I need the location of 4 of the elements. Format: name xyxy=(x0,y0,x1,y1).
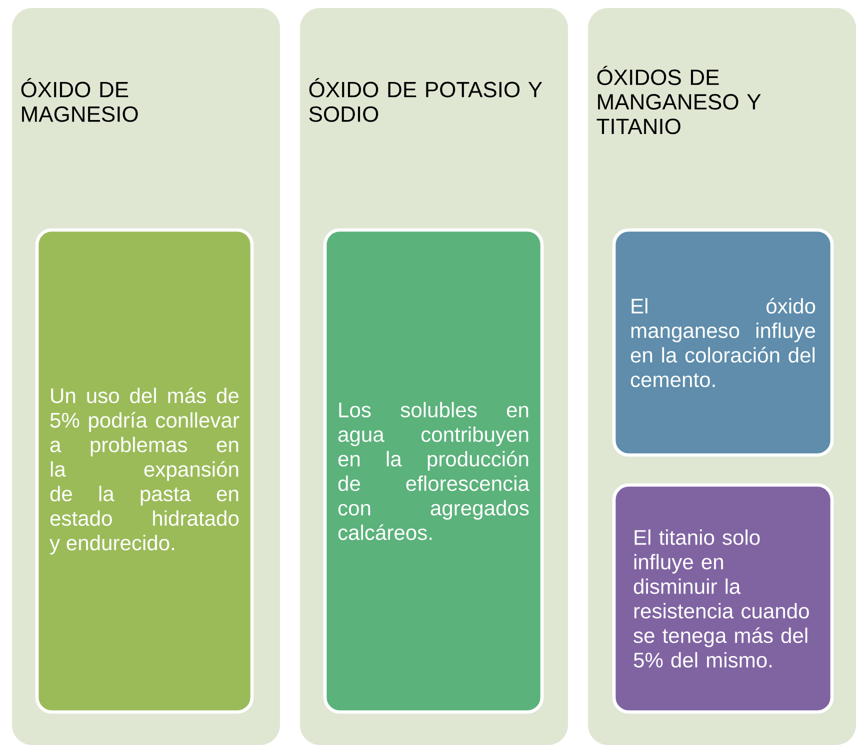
text-box: El óxido manganeso influye en la coloración del cemento. xyxy=(612,228,834,457)
text-box: Un uso del más de 5% podría conllevar a problemas en la expansión de la pasta en estado hidratado y endurecido. xyxy=(35,228,254,714)
text-box: El titanio solo influye en disminuir la resistencia cuando se tenega más del 5% del mismo. xyxy=(612,483,834,714)
text-box: Los solubles en agua contribuyen en la producción de eflorescencia con agregados calcáreos. xyxy=(323,228,544,714)
